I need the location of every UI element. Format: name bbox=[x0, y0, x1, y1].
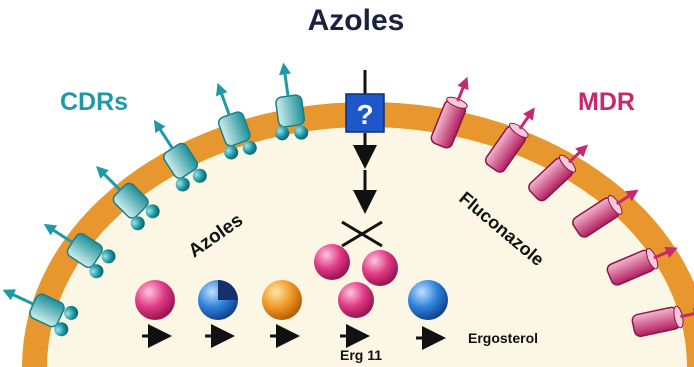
pathway-molecule-orange bbox=[262, 280, 302, 320]
pathway-molecule-blue-partial bbox=[198, 280, 238, 320]
ergosterol-label: Ergosterol bbox=[468, 330, 538, 346]
question-mark: ? bbox=[356, 99, 373, 130]
cdrs-label: CDRs bbox=[60, 88, 128, 116]
erg11-label: Erg 11 bbox=[340, 347, 382, 363]
ergosterol-molecule bbox=[408, 280, 448, 320]
page-title: Azoles bbox=[308, 4, 405, 37]
pathway-molecule-pink bbox=[135, 280, 175, 320]
cell-interior bbox=[47, 127, 687, 367]
mdr-label: MDR bbox=[578, 88, 635, 116]
